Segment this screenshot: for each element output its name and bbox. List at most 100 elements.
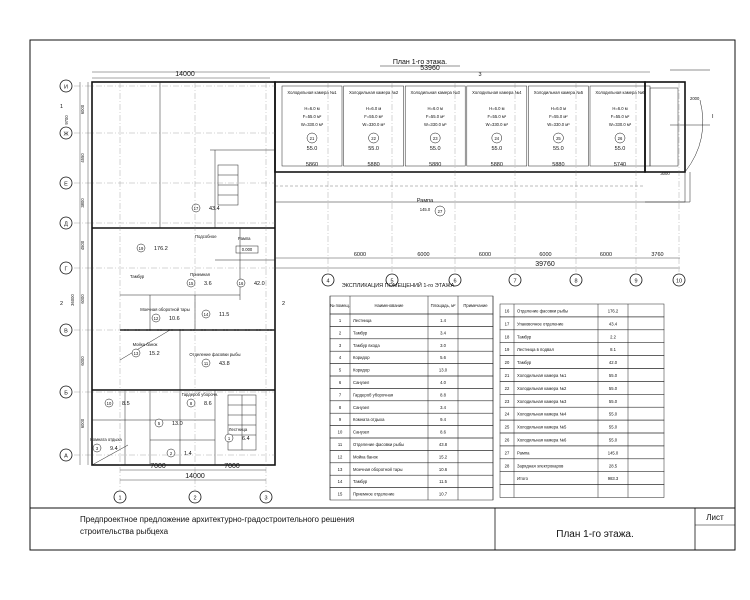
expl-cell: 3.4 — [440, 330, 446, 335]
section-mark-left-2: 2 — [60, 301, 63, 307]
expl-cell: Тамбур — [353, 330, 368, 335]
title-block — [30, 507, 735, 550]
right-dim: 6000 — [600, 252, 612, 258]
chamber-num: 26 — [618, 136, 623, 141]
chamber-floor-area: F=55.0 м² — [426, 114, 445, 119]
expl-cell: 23 — [505, 399, 510, 404]
chamber-name: Холодильная камера №2 — [349, 90, 399, 95]
chamber-volume: W=330.0 м³ — [301, 122, 324, 127]
row-axis-label: И — [64, 85, 68, 91]
expl-row — [329, 487, 494, 501]
row-dim: 3800 — [80, 198, 85, 208]
expl-cell: 18 — [505, 334, 510, 339]
explication-title: ЭКСПЛИКАЦИЯ ПОМЕЩЕНИЙ 1-го ЭТАЖА — [342, 281, 455, 289]
expl-cell: Рампа — [517, 450, 530, 455]
chamber-num: 23 — [433, 136, 438, 141]
expl-cell: 21 — [505, 373, 510, 378]
row-axis-label: Е — [64, 182, 68, 188]
expl-cell: Зарядная электрокаров — [517, 463, 564, 468]
expl-cell: Санузел — [353, 405, 370, 410]
rampa-small-label: Рампа — [238, 236, 251, 241]
room-area: 42.0 — [254, 281, 265, 287]
chamber-area: 55.0 — [491, 146, 502, 152]
expl-cell: Итого — [517, 476, 529, 481]
chamber-num-circle — [368, 132, 379, 144]
expl-cell: 55.0 — [609, 399, 618, 404]
expl-cell: Отделение фасовки рыбы — [353, 442, 404, 447]
row-axis-bubble — [59, 216, 73, 230]
expl-cell: Гардероб уборочная — [353, 392, 393, 397]
left-total-dim: 36000 — [70, 294, 75, 306]
expl-row — [499, 484, 665, 498]
room-area: 8.6 — [204, 401, 212, 407]
bottom-dim-1: 7000 — [150, 463, 166, 470]
room-name: Отделение фасовки рыбы — [189, 352, 240, 357]
sheet-frame — [29, 39, 736, 551]
chamber-dim: 5860 — [306, 162, 318, 168]
expl-cell: Упаковочное отделение — [517, 321, 564, 326]
stair-well — [227, 394, 257, 451]
room-num-circle — [191, 203, 201, 213]
room-area: 15.2 — [149, 351, 160, 357]
expl-cell: 24 — [505, 412, 510, 417]
dim-overall: 53960 — [420, 65, 440, 72]
bottom-dim-2: 7000 — [224, 463, 240, 470]
col-axis-bubble — [113, 490, 127, 504]
expl-cell: Комната отдыха — [353, 417, 385, 422]
sheet-label: Лист — [706, 513, 724, 522]
col-axis-label: 2 — [193, 496, 196, 502]
chamber-num-circle — [614, 132, 626, 144]
tambour-label: Тамбур — [130, 274, 145, 279]
chamber-height: Н=6.0 м — [551, 106, 566, 111]
expl-cell: 176.2 — [608, 309, 619, 314]
right-dim: 6000 — [417, 252, 429, 258]
bottom-total: 14000 — [185, 473, 205, 480]
chamber-dim: 5740 — [614, 162, 626, 168]
chamber-volume: W=330.0 м³ — [547, 122, 570, 127]
chamber-dim: 5880 — [491, 162, 503, 168]
chamber-volume: W=330.0 м³ — [362, 122, 385, 127]
room-num: 17 — [194, 206, 199, 211]
expl-cell: 27 — [505, 450, 510, 455]
row-axis-bubble — [59, 176, 73, 190]
expl-cell: Тамбур — [517, 334, 532, 339]
chamber-num: 24 — [494, 136, 499, 141]
room-num-circle — [151, 313, 161, 323]
corridor-area: 145.0 — [420, 207, 431, 212]
col-axis-label: 10 — [676, 279, 682, 285]
room-area: 176.2 — [154, 246, 168, 252]
expl-cell: 1.4 — [440, 318, 446, 323]
room-name: Комната отдыха — [90, 437, 122, 442]
expl-cell: Холодильная камера №5 — [517, 425, 567, 430]
col-axis-label: 3 — [264, 496, 267, 502]
row-dim: 6000 — [80, 356, 85, 366]
row-dim: 4500 — [80, 240, 85, 250]
expl-cell: Санузел — [353, 380, 370, 385]
svg-text:I: I — [712, 114, 714, 120]
chamber-volume: W=330.0 м³ — [424, 122, 447, 127]
room-num-circle — [104, 398, 114, 408]
room-num-circle — [201, 309, 211, 319]
row-axis-bubble — [59, 261, 73, 275]
dim-left-block: 14000 — [175, 71, 195, 78]
expl-cell: Коридор — [353, 355, 370, 360]
expl-cell: 13 — [338, 467, 343, 472]
expl-header: Примечание — [463, 303, 488, 308]
cold-chamber — [343, 85, 404, 167]
right-total: 39760 — [535, 261, 555, 268]
expl-cell: 2.2 — [610, 334, 616, 339]
expl-cell: 12 — [338, 454, 343, 459]
col-axis-label: 4 — [326, 279, 329, 285]
expl-cell: Холодильная камера №3 — [517, 399, 567, 404]
row-axis-label: Д — [64, 222, 68, 228]
expl-cell: Холодильная камера №4 — [517, 412, 567, 417]
right-dim: 6000 — [479, 252, 491, 258]
expl-cell: Лестница — [353, 318, 372, 323]
col-axis-bubble — [321, 273, 335, 287]
expl-cell: 43.8 — [439, 442, 448, 447]
room-area: 13.0 — [172, 421, 183, 427]
chamber-area: 55.0 — [430, 146, 441, 152]
row-axis-label: Ж — [63, 132, 68, 138]
